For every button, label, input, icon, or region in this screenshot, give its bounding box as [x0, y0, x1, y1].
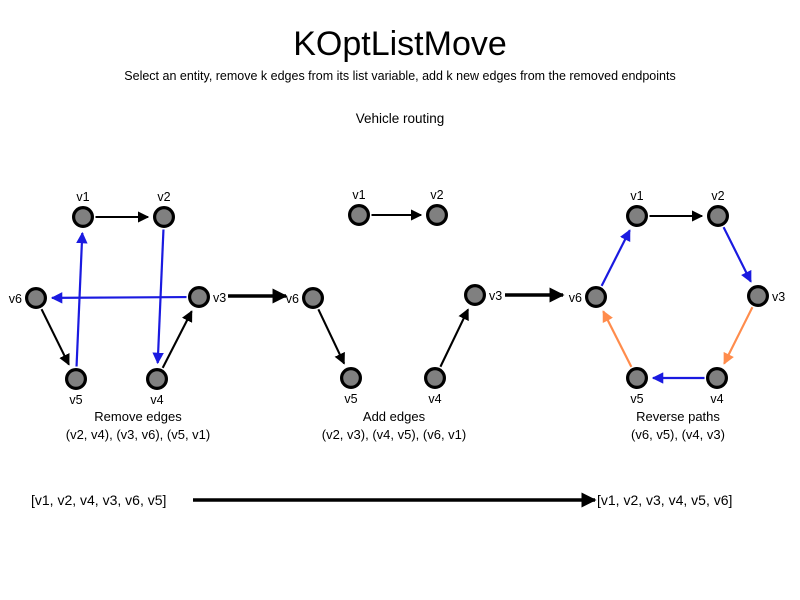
- node-label-v2: v2: [711, 189, 724, 203]
- graph-node-v3[interactable]: v3: [188, 286, 227, 309]
- page-subtitle: Select an entity, remove k edges from it…: [124, 69, 676, 83]
- panel-caption-remove: Remove edges (v2, v4), (v3, v6), (v5, v1…: [66, 409, 210, 442]
- graph-node-v1[interactable]: v1: [71, 190, 94, 229]
- graph-node-v6[interactable]: v6: [286, 287, 325, 310]
- node-label-v6: v6: [286, 292, 299, 306]
- graph-node-v4[interactable]: v4: [424, 367, 447, 406]
- node-label-v4: v4: [710, 392, 723, 406]
- panel-caption-add: Add edges (v2, v3), (v4, v5), (v6, v1): [322, 409, 466, 442]
- node-label-v6: v6: [569, 291, 582, 305]
- caption-remove-line1: Remove edges: [94, 409, 182, 424]
- node-circle-v1[interactable]: [348, 204, 371, 227]
- node-label-v2: v2: [430, 188, 443, 202]
- edges-layer: [40, 209, 754, 384]
- node-label-v5: v5: [69, 393, 82, 407]
- graph-node-v5[interactable]: v5: [625, 367, 648, 406]
- node-circle-v3[interactable]: [188, 286, 211, 309]
- node-circle-v6[interactable]: [302, 287, 325, 310]
- node-label-v3: v3: [213, 291, 226, 305]
- node-label-v1: v1: [352, 188, 365, 202]
- graph-node-v3[interactable]: v3: [746, 285, 786, 308]
- list-before: [v1, v2, v4, v3, v6, v5]: [31, 492, 166, 508]
- graph-node-v3[interactable]: v3: [464, 284, 503, 307]
- edge-v5-to-v6: [602, 310, 633, 368]
- node-circle-v5[interactable]: [64, 368, 87, 391]
- node-circle-v3[interactable]: [464, 284, 487, 307]
- node-label-v1: v1: [76, 190, 89, 204]
- node-label-v4: v4: [428, 392, 441, 406]
- node-circle-v5[interactable]: [340, 367, 363, 390]
- node-circle-v4[interactable]: [705, 367, 728, 390]
- node-circle-v2[interactable]: [426, 204, 449, 227]
- graph-node-v2[interactable]: v2: [153, 190, 176, 229]
- graph-node-v4[interactable]: v4: [146, 368, 169, 407]
- transitions-layer: [228, 287, 565, 304]
- graph-node-v5[interactable]: v5: [340, 367, 363, 406]
- nodes-layer: v1 v2 v3 v4 v5 v6 v1 v2 v3 v4 v5 v6 v1 v2 v3 v4 v5 v6: [9, 188, 785, 407]
- node-circle-v4[interactable]: [424, 367, 447, 390]
- node-label-v3: v3: [772, 290, 785, 304]
- node-circle-v5[interactable]: [625, 367, 648, 390]
- graph-node-v4[interactable]: v4: [705, 367, 728, 406]
- node-circle-v1[interactable]: [625, 205, 648, 228]
- context-label: Vehicle routing: [355, 111, 445, 126]
- node-label-v5: v5: [630, 392, 643, 406]
- node-circle-v6[interactable]: [584, 286, 607, 309]
- edge-v3-to-v6: [50, 292, 187, 304]
- graph-node-v1[interactable]: v1: [348, 188, 371, 227]
- graph-node-v6[interactable]: v6: [569, 286, 607, 309]
- caption-remove-line2: (v2, v4), (v3, v6), (v5, v1): [66, 427, 210, 442]
- edge-v2-to-v3: [722, 226, 752, 283]
- node-label-v1: v1: [630, 189, 643, 203]
- edge-v6-to-v5: [40, 308, 70, 366]
- node-circle-v2[interactable]: [706, 205, 729, 228]
- graph-node-v2[interactable]: v2: [426, 188, 449, 227]
- edge-v4-to-v3: [439, 308, 469, 368]
- caption-add-line2: (v2, v3), (v4, v5), (v6, v1): [322, 427, 466, 442]
- list-transform: [v1, v2, v4, v3, v6, v5] [v1, v2, v3, v4…: [31, 492, 732, 508]
- panel-caption-reverse: Reverse paths (v6, v5), (v4, v3): [631, 409, 725, 442]
- node-circle-v1[interactable]: [71, 206, 94, 229]
- node-label-v3: v3: [489, 289, 502, 303]
- node-circle-v2[interactable]: [153, 206, 176, 229]
- caption-reverse-line2: (v6, v5), (v4, v3): [631, 427, 725, 442]
- edge-v5-to-v1: [75, 231, 88, 367]
- node-circle-v6[interactable]: [25, 287, 47, 310]
- edge-v4-to-v3: [161, 310, 193, 369]
- caption-add-line1: Add edges: [363, 409, 426, 424]
- graph-node-v2[interactable]: v2: [706, 189, 729, 228]
- graph-node-v1[interactable]: v1: [625, 189, 648, 228]
- list-after: [v1, v2, v3, v4, v5, v6]: [597, 492, 732, 508]
- graph-node-v6[interactable]: v6: [9, 287, 47, 310]
- node-circle-v3[interactable]: [746, 285, 769, 308]
- node-label-v6: v6: [9, 292, 22, 306]
- page-title: KOptListMove: [293, 25, 507, 63]
- graph-node-v5[interactable]: v5: [64, 368, 87, 407]
- caption-reverse-line1: Reverse paths: [636, 409, 720, 424]
- node-label-v2: v2: [157, 190, 170, 204]
- node-label-v4: v4: [150, 393, 163, 407]
- edge-v3-to-v4: [723, 306, 754, 365]
- node-circle-v4[interactable]: [146, 368, 169, 391]
- edge-v6-to-v1: [600, 229, 631, 287]
- node-label-v5: v5: [344, 392, 357, 406]
- edge-v6-to-v5: [317, 308, 346, 365]
